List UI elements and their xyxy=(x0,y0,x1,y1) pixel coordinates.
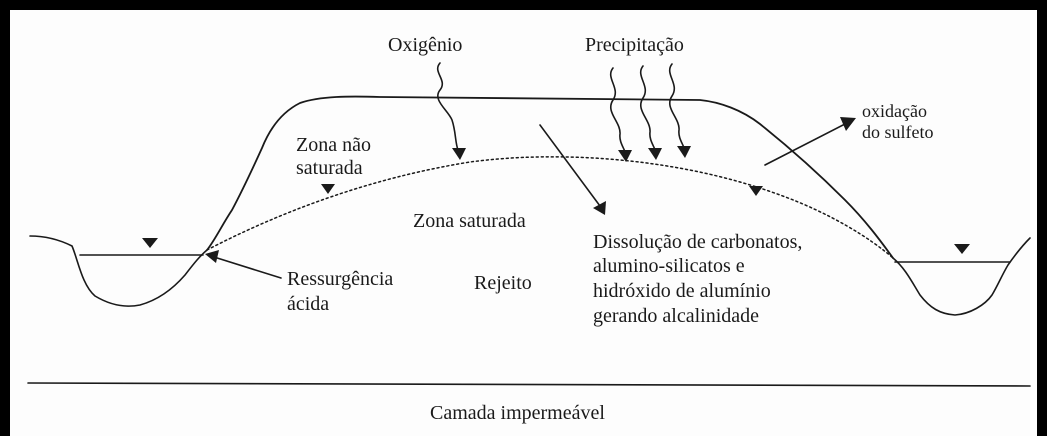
precipitation-arrow-2 xyxy=(639,65,656,151)
tailings-mound-outline xyxy=(206,95,894,259)
sulfide-oxidation-label-line2: do sulfeto xyxy=(862,122,934,142)
water-table-marker-left xyxy=(321,184,335,194)
precipitation-arrow-1 xyxy=(609,67,626,153)
precipitation-arrowhead-1-icon xyxy=(618,150,632,162)
oxygen-arrow xyxy=(436,62,459,151)
unsaturated-zone-label-line2: saturada xyxy=(296,157,363,179)
precipitation-arrowhead-2-icon xyxy=(648,148,662,160)
oxygen-label: Oxigênio xyxy=(388,34,462,56)
acid-resurgence-arrow xyxy=(213,256,282,279)
right-water-table-marker xyxy=(954,244,970,254)
precipitation-label: Precipitação xyxy=(585,34,684,56)
acid-resurgence-label-line1: Ressurgência xyxy=(287,268,393,290)
left-pond-outline xyxy=(29,235,208,307)
acid-resurgence-arrowhead-icon xyxy=(205,250,219,263)
dissolution-label-line4: gerando alcalinidade xyxy=(593,305,759,327)
unsaturated-zone-label-line1: Zona não xyxy=(296,134,371,156)
precipitation-arrows xyxy=(609,63,691,162)
sulfide-oxidation-label-line1: oxidação xyxy=(862,101,927,121)
dissolution-label-line1: Dissolução de carbonatos, xyxy=(593,231,802,253)
saturated-zone-label: Zona saturada xyxy=(413,210,526,232)
impermeable-layer-label: Camada impermeável xyxy=(430,402,605,424)
water-table-line xyxy=(206,156,894,259)
water-table-marker-right xyxy=(749,186,763,196)
impermeable-layer-line xyxy=(27,382,1031,387)
sulfide-oxidation-arrowhead-icon xyxy=(840,117,856,131)
dissolution-arrow xyxy=(539,124,601,207)
tailings-label: Rejeito xyxy=(474,272,532,294)
dissolution-label-line2: alumino-silicatos e xyxy=(593,255,745,277)
sulfide-oxidation-arrow xyxy=(764,123,846,166)
dissolution-arrowhead-icon xyxy=(593,201,606,215)
dissolution-label-line3: hidróxido de alumínio xyxy=(593,280,771,302)
precipitation-arrowhead-3-icon xyxy=(677,146,691,158)
precipitation-arrow-3 xyxy=(668,63,685,149)
left-water-table-marker xyxy=(142,238,158,248)
oxygen-arrowhead-icon xyxy=(452,148,466,160)
acid-resurgence-label-line2: ácida xyxy=(287,293,329,315)
